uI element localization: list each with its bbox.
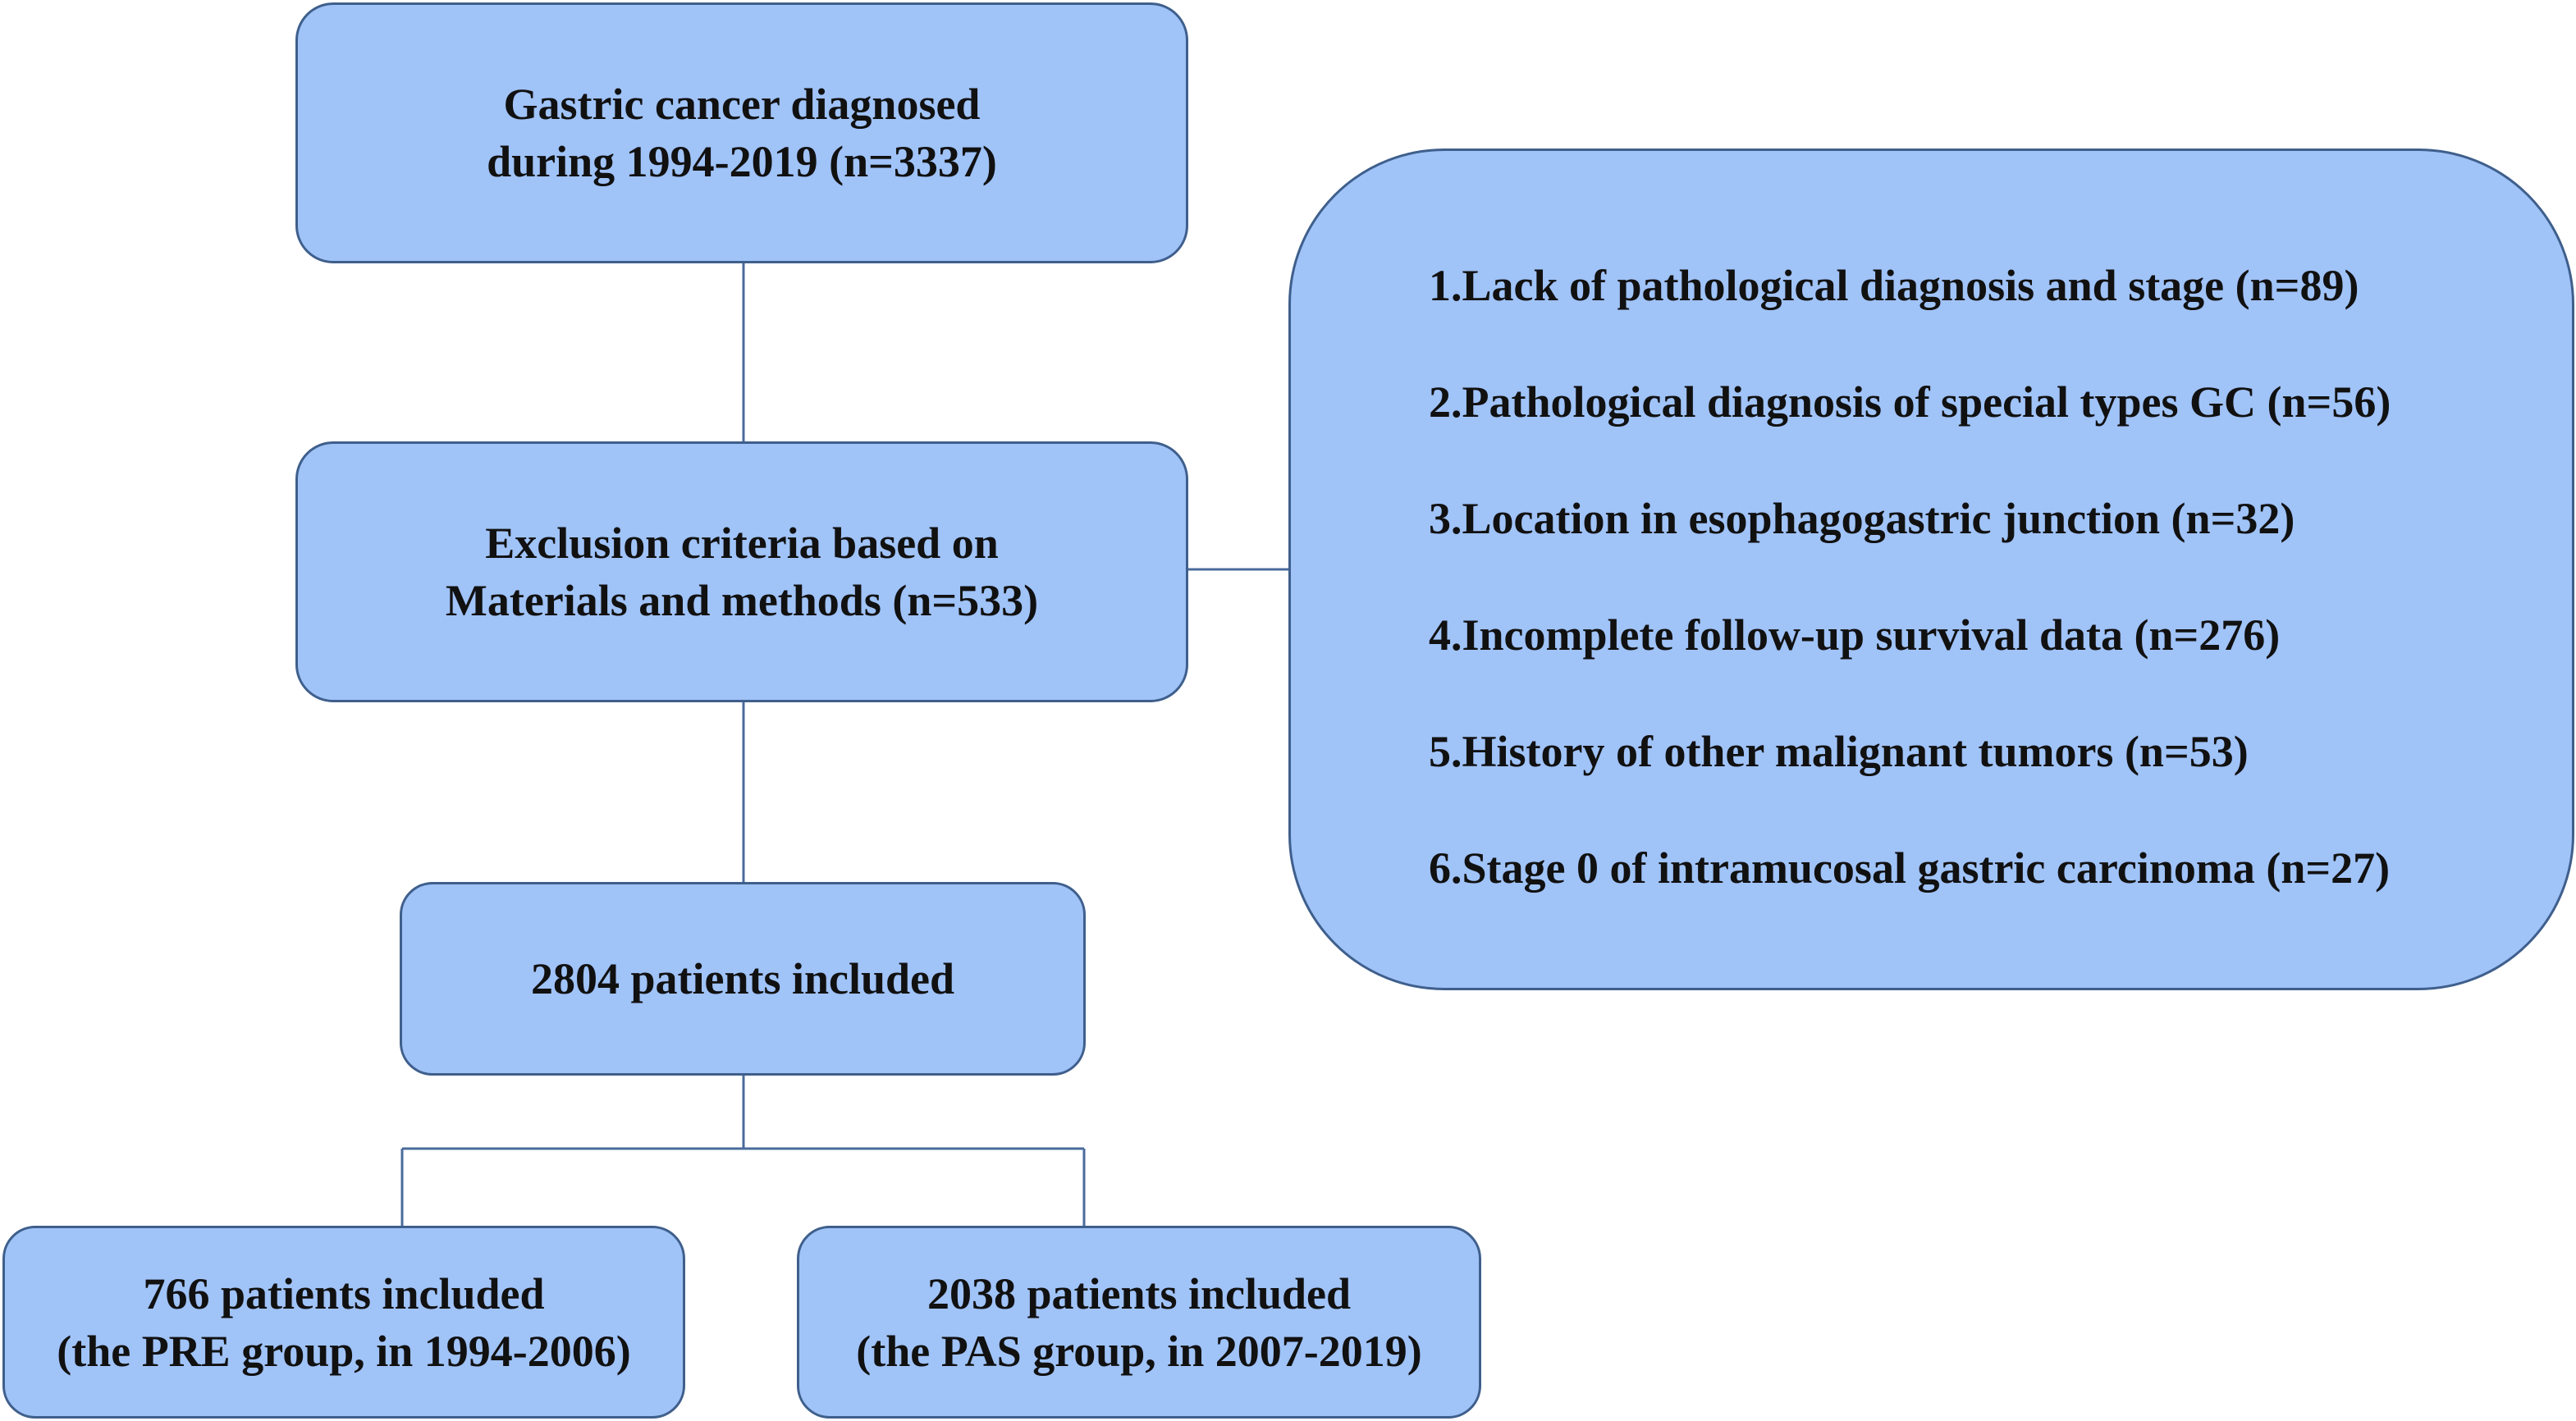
criterion-6: 6.Stage 0 of intramucosal gastric carcin… — [1429, 843, 2391, 893]
criterion-5: 5.History of other malignant tumors (n=5… — [1429, 727, 2249, 776]
included-line-1: 2804 patients included — [530, 954, 955, 1003]
exclusion-box: Exclusion criteria based on Materials an… — [295, 441, 1188, 702]
pre-group-line-2: (the PRE group, in 1994-2006) — [57, 1326, 631, 1376]
criterion-1: 1.Lack of pathological diagnosis and sta… — [1429, 261, 2359, 310]
pas-group-line-1: 2038 patients included — [927, 1268, 1352, 1318]
pas-group-line-2: (the PAS group, in 2007-2019) — [856, 1326, 1422, 1376]
pre-group-line-1: 766 patients included — [143, 1268, 545, 1318]
diagnosed-line-2: during 1994-2019 (n=3337) — [487, 137, 997, 186]
pre-group-box: 766 patients included (the PRE group, in… — [2, 1226, 685, 1419]
pas-group-box: 2038 patients included (the PAS group, i… — [797, 1226, 1481, 1419]
diagnosed-line-1: Gastric cancer diagnosed — [503, 80, 981, 129]
diagnosed-box: Gastric cancer diagnosed during 1994-201… — [295, 2, 1188, 263]
criterion-3: 3.Location in esophagogastric junction (… — [1429, 494, 2295, 543]
criterion-4: 4.Incomplete follow-up survival data (n=… — [1429, 610, 2281, 660]
exclusion-criteria-box: 1.Lack of pathological diagnosis and sta… — [1288, 148, 2574, 990]
exclusion-line-2: Materials and methods (n=533) — [445, 576, 1039, 625]
included-box: 2804 patients included — [400, 882, 1086, 1076]
exclusion-line-1: Exclusion criteria based on — [485, 519, 999, 568]
criterion-2: 2.Pathological diagnosis of special type… — [1429, 377, 2391, 427]
